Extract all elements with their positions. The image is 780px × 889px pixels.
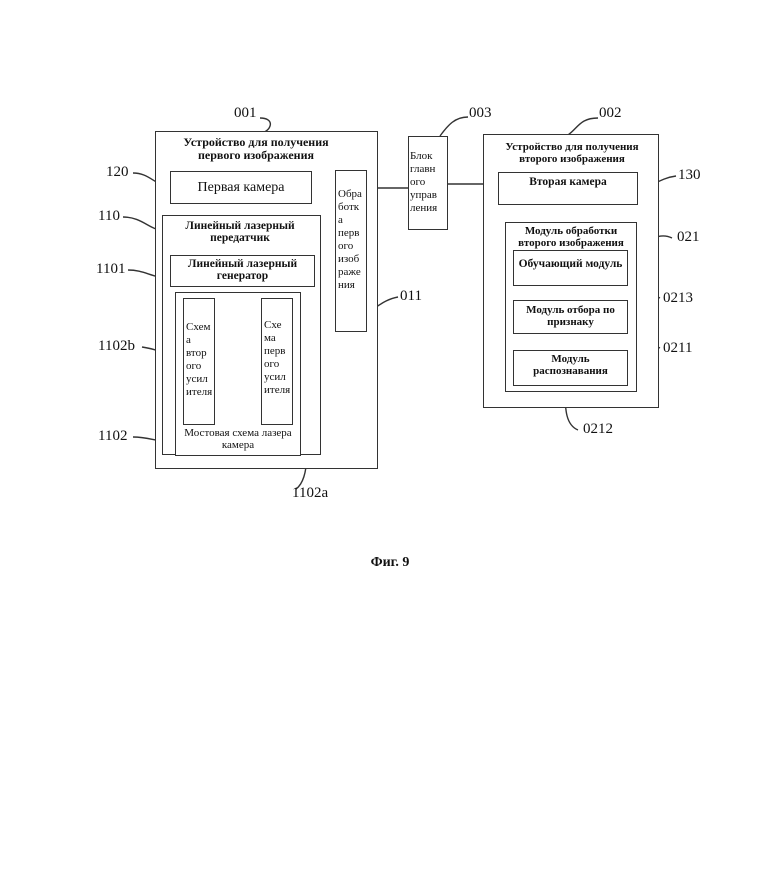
transmitter-label: Линейный лазерный передатчик — [180, 220, 300, 244]
training-label: Обучающий модуль — [514, 258, 627, 270]
first-camera-label: Первая камера — [172, 181, 310, 196]
ref-130: 130 — [678, 167, 701, 184]
ref-120: 120 — [106, 164, 129, 181]
ref-0211: 0211 — [663, 340, 692, 357]
ref-001: 001 — [234, 105, 257, 122]
figure-caption: Фиг. 9 — [340, 556, 440, 571]
amp2-label: Схем а втор ого усил ителя — [186, 321, 216, 399]
device1-title: Устройство для получения первого изображ… — [172, 136, 340, 161]
ref-1102: 1102 — [98, 428, 127, 445]
ref-0213: 0213 — [663, 290, 693, 307]
ref-1102a: 1102a — [292, 485, 328, 502]
device2-title: Устройство для получения второго изображ… — [496, 142, 648, 165]
processing-label: Обра ботк а перв ого изоб раже ния — [338, 188, 368, 292]
control-label: Блок главн ого управ ления — [410, 150, 448, 215]
recognition-label: Модуль распознавания — [514, 354, 627, 377]
ref-002: 002 — [599, 105, 622, 122]
ref-003: 003 — [469, 105, 492, 122]
generator-label: Линейный лазерный генератор — [172, 258, 313, 282]
ref-110: 110 — [98, 208, 120, 225]
ref-1102b: 1102b — [98, 338, 135, 355]
second-processing-label: Модуль обработки второго изображения — [508, 226, 634, 249]
bridge-label: Мостовая схема лазера камера — [178, 428, 298, 451]
amp1-label: Схе ма перв ого усил ителя — [264, 319, 294, 397]
ref-0212: 0212 — [583, 421, 613, 438]
ref-011: 011 — [400, 288, 422, 305]
ref-1101: 1101 — [96, 261, 125, 278]
ref-021: 021 — [677, 229, 700, 246]
second-camera-label: Вторая камера — [500, 176, 636, 188]
feature-label: Модуль отбора по признаку — [514, 305, 627, 328]
